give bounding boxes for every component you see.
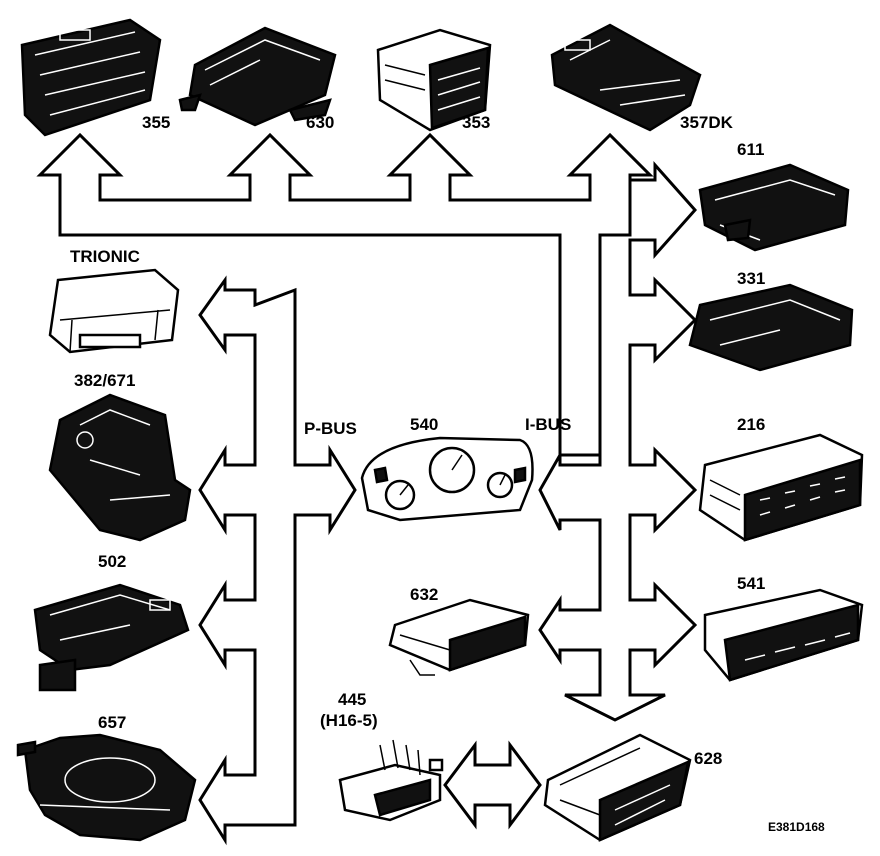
label-445-sub: (H16-5) [320,711,378,730]
pbus-left-trunk [198,275,357,846]
label-trionic: TRIONIC [70,247,140,266]
module-331-icon [688,283,854,372]
module-353-icon [376,28,492,132]
label-p-bus: P-BUS [304,419,357,438]
module-216-icon [698,433,864,542]
label-445: 445 [338,690,367,709]
label-502: 502 [98,552,127,571]
module-611-icon [698,163,850,252]
module-382-671-icon [48,393,192,542]
link-445-628 [443,740,542,830]
ibus-right-trunk [538,161,698,722]
label-541: 541 [737,574,766,593]
figure-code: E381D168 [768,820,825,834]
module-630-icon [178,26,337,127]
label-i-bus: I-BUS [525,415,572,434]
module-657-icon [16,733,197,842]
module-540-icon [360,436,534,522]
label-632: 632 [410,585,439,604]
label-657: 657 [98,713,127,732]
module-502-icon [33,583,190,692]
label-628: 628 [694,749,723,768]
label-630: 630 [306,113,335,132]
label-357dk: 357DK [680,113,733,132]
label-382-671: 382/671 [74,371,136,390]
label-353: 353 [462,113,491,132]
module-541-icon [703,588,864,682]
module-357dk-icon [550,23,702,132]
module-trionic-icon [48,268,180,354]
module-632-icon [388,598,530,676]
module-628-icon [543,733,692,842]
label-611: 611 [737,140,765,159]
label-355: 355 [142,113,171,132]
label-540: 540 [410,415,439,434]
module-355-icon [20,18,162,137]
label-331: 331 [737,269,766,288]
label-216: 216 [737,415,766,434]
module-445-icon [338,739,444,822]
